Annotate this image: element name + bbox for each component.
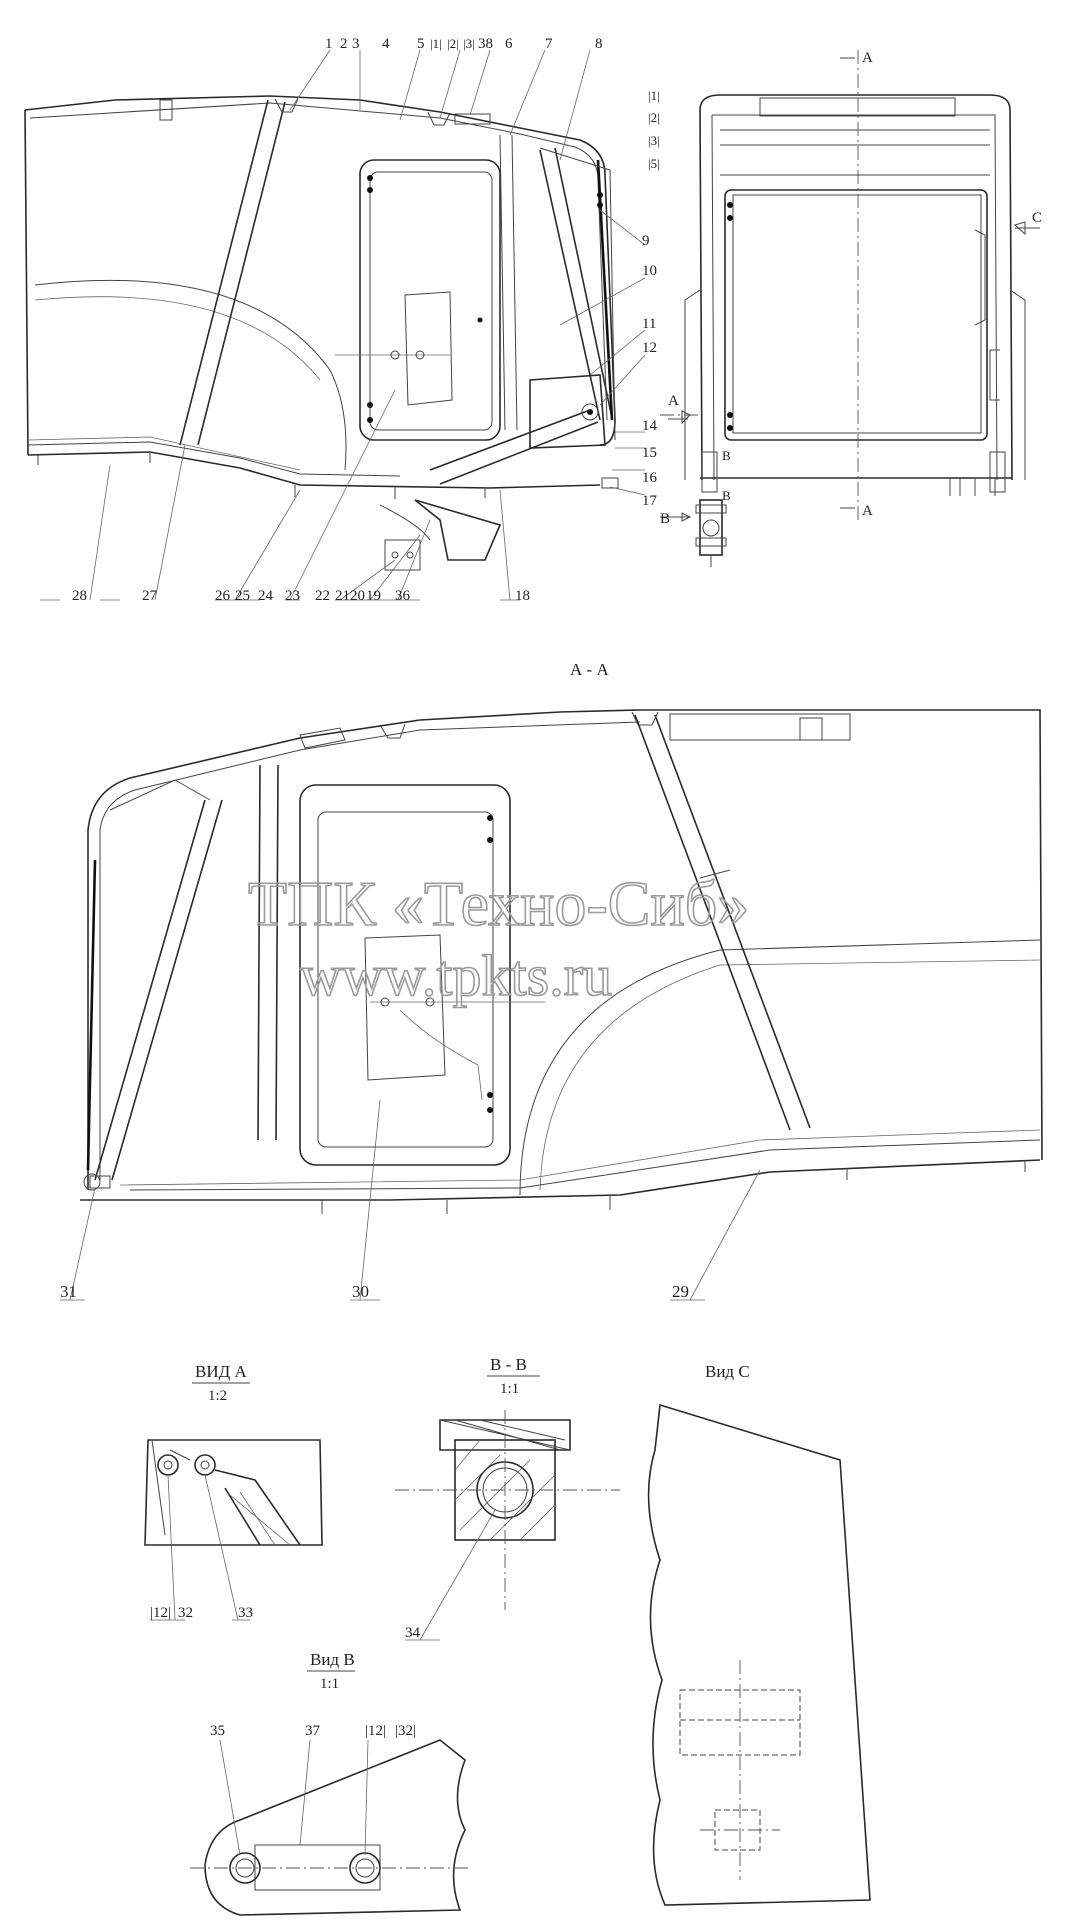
label-12: 12 [642,340,657,356]
label-15: 15 [642,445,657,461]
view-c: Вид С [647,1362,871,1906]
aa-leaders [60,1099,761,1301]
side-view-leaders [40,49,646,601]
label-23: 23 [285,588,300,604]
front-box-3: |3| [648,133,660,148]
label-22: 22 [315,588,330,604]
label-b2: |2| [447,36,459,51]
label-9: 9 [642,233,650,249]
marker-a-top: A [862,50,873,66]
label-8: 8 [595,36,603,52]
label-17: 17 [642,493,658,509]
label-b1: |1| [430,36,442,51]
label-20: 20 [350,588,365,604]
label-31: 31 [60,1282,77,1301]
view-b: Вид В 1:1 35 37 |12| |32| [190,1650,470,1916]
view-b-label-35: 35 [210,1723,225,1739]
label-21: 21 [335,588,350,604]
front-box-5: |5| [648,156,660,171]
frame-fasteners [367,175,603,423]
label-28: 28 [72,588,87,604]
view-a-label-33: 33 [238,1605,253,1621]
section-bb: В - В 1:1 34 [395,1355,620,1641]
sill-bolts [37,453,486,499]
label-38: 38 [478,36,493,52]
section-aa [80,709,1043,1214]
front-view-labels: |1| |2| |3| |5| A A C A B B B [648,50,1042,527]
marker-c: C [1032,210,1042,226]
label-b3: |3| [463,36,475,51]
label-36: 36 [395,588,411,604]
side-view-labels: 1 2 3 4 5 |1| |2| |3| 38 6 7 8 9 10 11 1… [72,36,658,604]
front-view-axes [660,50,1040,522]
label-25: 25 [235,588,250,604]
label-5: 5 [417,36,425,52]
view-b-label-12: |12| [365,1723,386,1739]
view-a-label-32: 32 [178,1605,193,1621]
view-a-label-12: |12| [150,1605,171,1621]
label-3: 3 [352,36,360,52]
view-b-label-32: |32| [395,1723,416,1739]
label-10: 10 [642,263,657,279]
label-26: 26 [215,588,231,604]
view-c-title: Вид С [705,1362,750,1381]
marker-b-1: B [660,511,670,527]
aa-title: А - А [570,660,609,679]
view-a-title: ВИД А [195,1362,247,1381]
watermark-line2: www.tpkts.ru [300,943,612,1008]
label-4: 4 [382,36,390,52]
aa-labels: 31 30 29 [60,1282,689,1301]
watermark-line1: ТПК «Техно-Сиб» [248,868,749,939]
front-box-2: |2| [648,110,660,125]
label-30: 30 [352,1282,369,1301]
label-29: 29 [672,1282,689,1301]
view-b-label-37: 37 [305,1723,321,1739]
front-view [684,94,1026,567]
label-7: 7 [545,36,553,52]
label-11: 11 [642,316,656,332]
label-24: 24 [258,588,274,604]
label-1: 1 [325,36,333,52]
label-19: 19 [366,588,381,604]
marker-a-bottom: A [862,503,873,519]
marker-a-left: A [668,393,679,409]
label-18: 18 [515,588,530,604]
side-view [24,95,619,571]
view-a-scale: 1:2 [208,1388,227,1404]
label-16: 16 [642,470,658,486]
label-14: 14 [642,418,658,434]
view-a: ВИД А 1:2 |12| 32 33 [144,1362,323,1621]
marker-b-3: B [722,488,731,503]
view-b-scale: 1:1 [320,1676,339,1692]
label-27: 27 [142,588,158,604]
view-b-title: Вид В [310,1650,355,1669]
marker-b-2: B [722,448,731,463]
label-6: 6 [505,36,513,52]
front-box-1: |1| [648,88,660,103]
label-2: 2 [340,36,348,52]
bb-scale: 1:1 [500,1381,519,1397]
bb-title: В - В [490,1355,527,1374]
bb-label-34: 34 [405,1625,421,1641]
